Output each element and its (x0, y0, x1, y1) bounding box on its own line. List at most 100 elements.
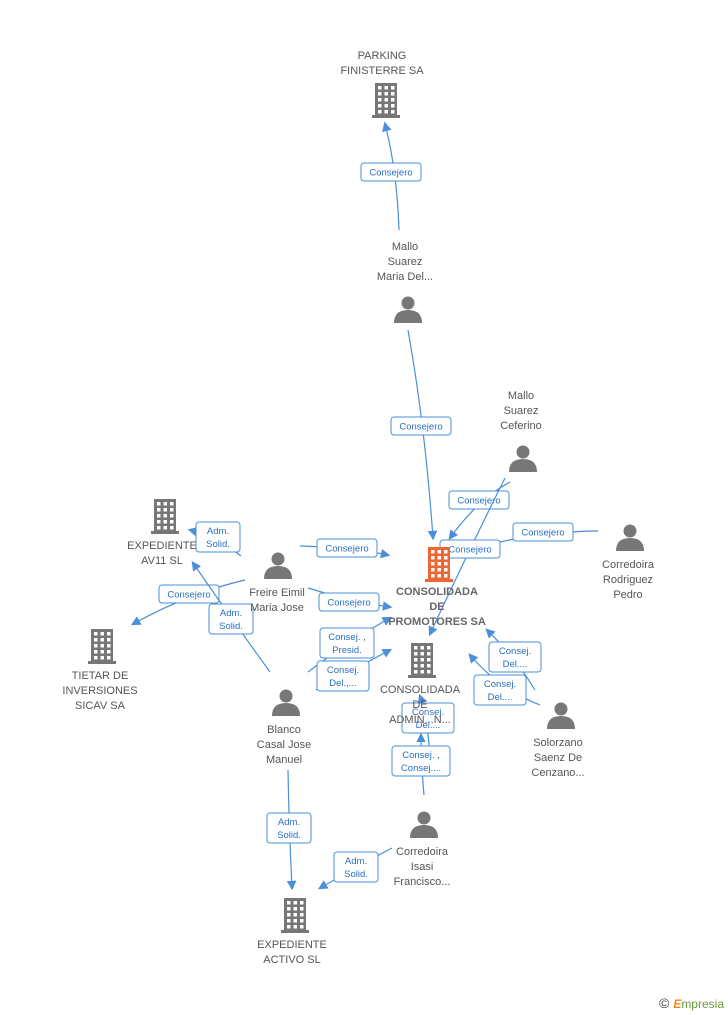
edges-layer: ConsejeroConsejeroConsejeroConsejeroCons… (130, 121, 599, 891)
node-label: AV11 SL (141, 555, 183, 567)
edge-label-text: Del.... (503, 659, 528, 670)
node-label: Corredoira (396, 846, 449, 858)
edge-label-text: Consej. , (328, 632, 366, 643)
node-label: Casal Jose (257, 739, 311, 751)
edge-label-text: Consejero (457, 496, 500, 507)
edge-label-box[interactable] (316, 660, 370, 692)
edge-label-box[interactable] (158, 584, 220, 604)
edge-label-box[interactable] (360, 162, 422, 182)
edge-label-text: Consej. , (402, 750, 440, 761)
node-label: CONSOLIDADA (396, 586, 478, 598)
node-label: Mallo (508, 390, 534, 402)
person-icon (264, 552, 292, 579)
node-label: DE (412, 699, 427, 711)
empresia-brand[interactable]: ©Empresia (659, 995, 724, 1011)
edge-label-text: Del.... (488, 692, 513, 703)
edge-label-box[interactable] (195, 521, 241, 553)
person-icon (509, 445, 537, 472)
node-label: EXPEDIENTE (127, 540, 197, 552)
building-icon (88, 629, 116, 664)
node-label: Ceferino (500, 420, 542, 432)
brand-name: mpresia (681, 997, 724, 1011)
edge-label-text: Solid. (277, 830, 301, 841)
edge-label-box[interactable] (333, 851, 379, 883)
building-icon (408, 643, 436, 678)
node-corredoira-francisco[interactable]: CorredoiraIsasiFrancisco... (394, 811, 451, 889)
edge-5[interactable]: Consejero (299, 538, 391, 559)
edge-label-box[interactable] (316, 538, 378, 558)
edge-label-box[interactable] (401, 702, 455, 734)
edge-label-text: Consejero (327, 598, 370, 609)
edge-label-text: Del.... (416, 720, 441, 731)
edge-label-box[interactable] (390, 416, 452, 436)
node-label: TIETAR DE (72, 670, 129, 682)
edge-2[interactable]: Consejero (448, 481, 511, 540)
edge-label-text: Consej. (412, 707, 444, 718)
edge-label-box[interactable] (318, 592, 380, 612)
node-label: CONSOLIDADA (380, 684, 461, 696)
node-label: FINISTERRE SA (340, 65, 424, 77)
edge-17[interactable]: Adm.Solid. (317, 847, 393, 890)
edge-4[interactable]: Consejero (428, 477, 506, 637)
edge-8[interactable]: Adm. Solid. (187, 521, 242, 557)
node-label: Mallo (392, 241, 418, 253)
node-label: Cenzano... (531, 767, 584, 779)
edge-9[interactable]: Adm. Solid. (191, 561, 271, 673)
node-expediente-av11[interactable]: EXPEDIENTE AV11 SL (127, 499, 197, 567)
building-icon (281, 898, 309, 933)
edge-label-text: Presid. (332, 645, 362, 656)
node-label: Suarez (504, 405, 539, 417)
edge-label-box[interactable] (208, 603, 254, 635)
node-consolidada-admin[interactable]: CONSOLIDADADEADMIN...N... (380, 643, 461, 726)
edge-label-text: Adm. (278, 817, 300, 828)
node-label: Manuel (266, 754, 302, 766)
edge-11[interactable]: Consej.Del.,... (315, 648, 393, 692)
edge-label-text: Consejero (448, 545, 491, 556)
person-icon (394, 296, 422, 323)
edge-16[interactable]: Adm. Solid. (266, 769, 312, 891)
person-icon (547, 702, 575, 729)
person-icon (410, 811, 438, 838)
edge-label-box[interactable] (512, 522, 574, 542)
edge-label-text: Solid. (219, 621, 243, 632)
edge-label-box[interactable] (473, 674, 527, 706)
edge-label-text: Solid. (206, 539, 230, 550)
edge-label-text: Consej.... (401, 763, 441, 774)
edge-1[interactable]: Consejero (390, 329, 452, 541)
edge-label-text: Adm. (207, 526, 229, 537)
edge-12[interactable]: Consej. Del.... (485, 628, 542, 691)
edge-6[interactable]: Consejero (307, 587, 393, 612)
edge-13[interactable]: Consej.Del.... (468, 653, 541, 706)
edge-10[interactable]: Consej. , Presid. (307, 616, 393, 673)
edge-0[interactable]: Consejero (360, 121, 422, 231)
edge-7[interactable]: Consejero (130, 579, 246, 626)
edge-label-box[interactable] (266, 812, 312, 844)
edge-label-text: Adm. (220, 608, 242, 619)
node-label: Solorzano (533, 737, 583, 749)
node-label: PARKING (358, 50, 407, 62)
node-label: Rodriguez (603, 574, 653, 586)
edge-label-text: Consej. (499, 646, 531, 657)
edge-15[interactable]: Consej. , Consej.... (391, 732, 451, 796)
node-label: INVERSIONES (62, 685, 137, 697)
node-label: Maria Del... (377, 271, 433, 283)
node-parking[interactable]: PARKING FINISTERRE SA (340, 50, 424, 118)
brand-initial: E (673, 997, 682, 1011)
edge-label-box[interactable] (488, 641, 542, 673)
node-label: Suarez (388, 256, 423, 268)
node-label: PROMOTORES SA (388, 616, 486, 628)
edge-label-box[interactable] (448, 490, 510, 510)
edge-label-box[interactable] (319, 627, 375, 659)
edge-label-box[interactable] (391, 745, 451, 777)
person-icon (616, 524, 644, 551)
